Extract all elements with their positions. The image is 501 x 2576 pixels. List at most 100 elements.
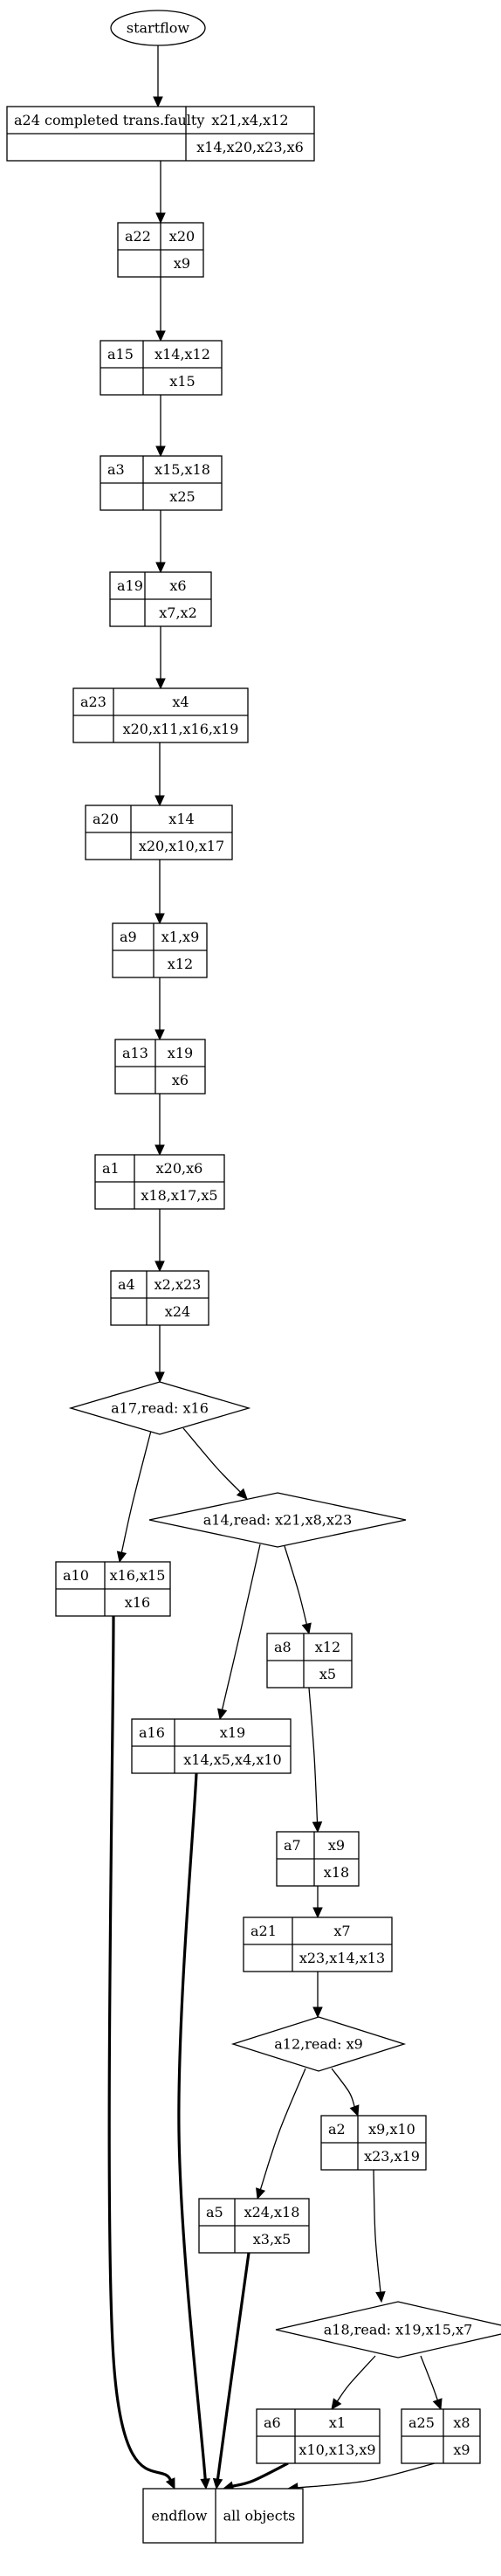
action-inputs: x9,x10 xyxy=(368,2121,415,2137)
edge-line xyxy=(232,2462,289,2488)
action-node-a23: a23 x4 x20,x11,x16,x19 xyxy=(72,687,249,743)
edge-line xyxy=(177,1772,207,2480)
action-outputs: x14,x20,x23,x6 xyxy=(196,139,304,155)
action-inputs: x1,x9 xyxy=(161,929,200,945)
edge-a20-a9 xyxy=(154,860,165,925)
action-inputs: x1 xyxy=(329,2414,346,2431)
decision-node-a14: a14,read: x21,x8,x23 xyxy=(148,1492,407,1548)
action-node-a20: a20 x14 x20,x10,x17 xyxy=(85,805,233,860)
action-inputs: x19 xyxy=(220,1724,245,1741)
action-inputs: x16,x15 xyxy=(110,1567,166,1584)
action-outputs: x3,x5 xyxy=(253,2231,292,2248)
action-inputs: x4 xyxy=(172,694,189,710)
edge-a4-a17 xyxy=(154,1325,165,1384)
edge-arrowhead xyxy=(116,1550,127,1564)
edge-arrowhead xyxy=(165,2477,175,2490)
edge-arrowhead xyxy=(349,2104,360,2117)
action-name: a9 xyxy=(120,929,137,945)
edge-arrowhead xyxy=(154,1371,165,1384)
edge-a15-a3 xyxy=(155,395,166,458)
edge-arrowhead xyxy=(153,96,163,108)
end-objects-label: all objects xyxy=(223,2508,296,2524)
edge-a8-a7 xyxy=(308,1687,323,1834)
action-name: a1 xyxy=(102,1160,120,1177)
edge-line xyxy=(308,1687,319,1823)
decision-label: a18,read: x19,x15,x7 xyxy=(324,2322,473,2338)
action-name: a19 xyxy=(117,577,143,594)
edge-arrowhead xyxy=(312,1907,323,1919)
edge-a18-a25 xyxy=(420,2355,443,2411)
action-name: a22 xyxy=(125,228,151,245)
edge-arrowhead xyxy=(154,1144,165,1157)
action-name: a25 xyxy=(408,2414,435,2431)
action-name: a8 xyxy=(274,1639,292,1655)
decision-node-a17: a17,read: x16 xyxy=(68,1381,251,1435)
edge-line xyxy=(120,1430,152,1553)
action-name: a15 xyxy=(107,346,134,363)
action-name: a24 completed trans.faulty xyxy=(14,112,204,128)
action-name: a20 xyxy=(93,811,119,827)
action-inputs: x20 xyxy=(169,228,195,245)
edge-arrowhead xyxy=(154,913,165,925)
start-node-shape xyxy=(110,10,206,46)
decision-label: a17,read: x16 xyxy=(111,1400,209,1417)
action-outputs: x20,x10,x17 xyxy=(139,838,224,854)
start-node: startflow xyxy=(110,10,206,46)
edge-arrowhead xyxy=(312,1821,323,1834)
edge-line xyxy=(221,1544,261,1710)
action-inputs: x14 xyxy=(168,811,194,827)
action-outputs: x7,x2 xyxy=(159,604,197,621)
edge-arrowhead xyxy=(155,678,166,690)
edge-a19-a23 xyxy=(155,626,166,690)
action-name: a7 xyxy=(284,1837,301,1854)
action-inputs: x9 xyxy=(328,1837,345,1854)
action-inputs: x6 xyxy=(169,577,186,594)
edge-arrowhead xyxy=(301,1622,312,1635)
decision-label: a14,read: x21,x8,x23 xyxy=(203,1512,353,1529)
edge-a24-a22 xyxy=(155,161,166,224)
edge-a7-a21 xyxy=(312,1886,323,1919)
action-outputs: x20,x11,x16,x19 xyxy=(123,721,239,737)
decision-node-a18: a18,read: x19,x15,x7 xyxy=(275,2301,501,2358)
action-name: a10 xyxy=(63,1567,89,1584)
edge-line xyxy=(331,2068,355,2107)
edge-line xyxy=(336,2355,376,2402)
edge-arrowhead xyxy=(155,212,166,224)
edge-a22-a15 xyxy=(155,277,166,342)
action-outputs: x23,x14,x13 xyxy=(299,1950,385,1966)
edge-a9-a13 xyxy=(154,977,165,1041)
edge-line xyxy=(259,2068,306,2190)
action-name: a2 xyxy=(328,2121,346,2137)
edge-arrowhead xyxy=(236,1488,248,1500)
edge-line xyxy=(107,1615,172,2481)
edge-a17-a14 xyxy=(182,1427,248,1500)
decision-diamond xyxy=(230,2016,407,2072)
edge-a2-a18 xyxy=(373,2169,386,2303)
action-node-a13: a13 x19 x6 xyxy=(114,1039,206,1095)
nodes-layer: startflow a24 completed trans.faulty x21,x… xyxy=(6,10,501,2544)
decision-diamond xyxy=(275,2301,501,2358)
edge-a18-a6 xyxy=(331,2355,376,2410)
decision-diamond xyxy=(68,1381,251,1435)
action-name: a4 xyxy=(118,1276,135,1293)
action-name: a23 xyxy=(80,694,106,710)
action-name: a13 xyxy=(122,1045,148,1061)
edge-line xyxy=(182,1427,241,1493)
action-inputs: x19 xyxy=(168,1045,193,1061)
action-inputs: x2,x23 xyxy=(154,1276,202,1293)
action-outputs: x18,x17,x5 xyxy=(141,1187,217,1204)
action-outputs: x6 xyxy=(172,1072,189,1088)
action-name: a3 xyxy=(107,461,125,478)
action-name: a5 xyxy=(206,2204,223,2220)
edge-a14-a16 xyxy=(217,1544,261,1721)
action-inputs: x21,x4,x12 xyxy=(211,112,288,128)
edge-a12-a5 xyxy=(256,2068,306,2200)
